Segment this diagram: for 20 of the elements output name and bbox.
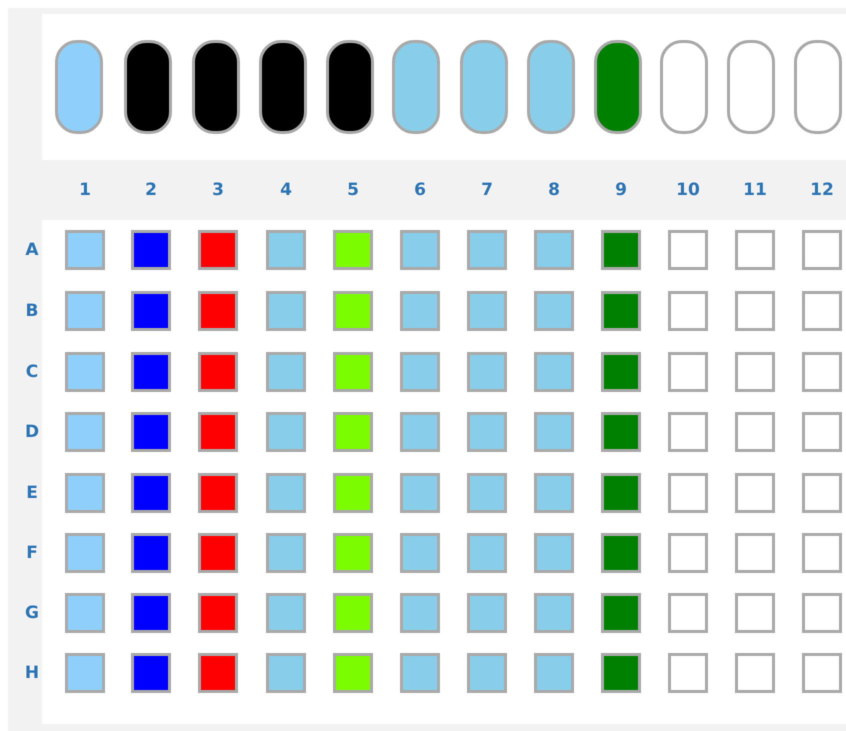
row-letter: C: [24, 362, 40, 382]
column-number: 4: [279, 180, 293, 200]
row-letter: D: [24, 422, 40, 442]
column-number: 8: [547, 180, 561, 200]
column-number: 10: [675, 180, 701, 200]
column-number: 12: [809, 180, 835, 200]
column-number: 3: [211, 180, 225, 200]
column-number: 1: [78, 180, 92, 200]
column-number: 9: [614, 180, 628, 200]
row-letter: H: [24, 663, 40, 683]
row-letter: A: [24, 240, 40, 260]
column-number: 11: [742, 180, 768, 200]
column-number: 2: [144, 180, 158, 200]
row-letter: E: [25, 483, 39, 503]
row-letter: G: [24, 603, 40, 623]
row-letter: B: [24, 301, 40, 321]
column-number: 5: [346, 180, 360, 200]
column-number: 7: [480, 180, 494, 200]
column-number: 6: [413, 180, 427, 200]
row-letter: F: [25, 543, 39, 563]
